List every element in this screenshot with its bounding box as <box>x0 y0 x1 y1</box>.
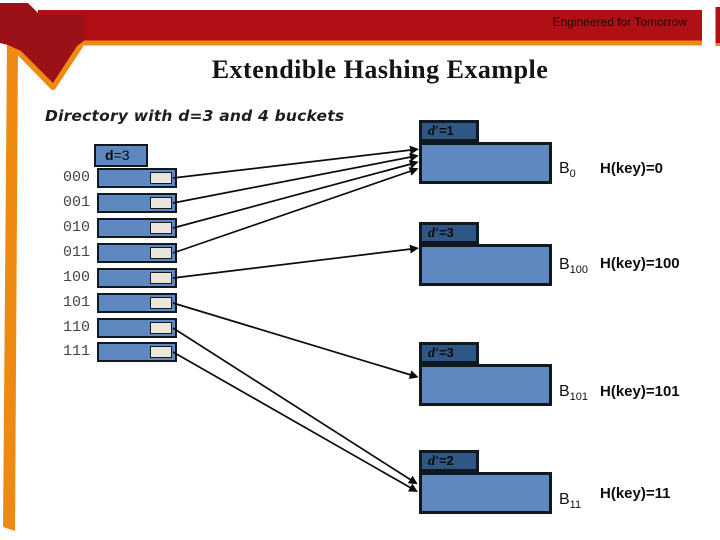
bucket-name-base: B <box>559 491 570 508</box>
global-depth-suffix: =3 <box>113 147 130 163</box>
local-depth-suffix: =1 <box>438 123 454 138</box>
red-header-band <box>38 10 702 41</box>
local-depth-suffix: =3 <box>438 345 454 360</box>
directory-entry-label: 101 <box>62 294 90 311</box>
local-depth-prefix: d′ <box>428 226 439 241</box>
bucket-box <box>419 244 552 286</box>
bucket-depth-tab: d′=3 <box>419 222 479 244</box>
bucket-hash-label: H(key)=0 <box>600 160 663 177</box>
orange-underline-strip <box>55 40 702 46</box>
orange-right-sliver-tip <box>715 43 720 46</box>
local-depth-suffix: =2 <box>438 453 454 468</box>
bucket-hash-label: H(key)=11 <box>600 485 671 502</box>
bucket-hash-label: H(key)=100 <box>600 255 680 272</box>
orange-ribbon-vee-edge <box>12 43 83 90</box>
directory-entry-label: 010 <box>62 219 90 236</box>
bucket-depth-tab: d′=3 <box>419 342 479 364</box>
local-depth-prefix: d′ <box>428 346 439 361</box>
directory-row <box>97 342 177 362</box>
bucket-name-sub: 11 <box>569 499 582 512</box>
directory-entry-label: 100 <box>62 269 90 286</box>
directory-entry-label: 011 <box>62 244 90 261</box>
directory-pointer-cell <box>150 322 172 334</box>
page-title: Extendible Hashing Example <box>211 55 549 84</box>
directory-pointer-cell <box>150 297 172 309</box>
directory-entry-label: 000 <box>62 169 90 186</box>
bucket-box <box>419 472 552 514</box>
bucket-name: B0 <box>559 160 576 180</box>
directory-row <box>97 168 177 188</box>
bucket-depth-tab: d′=2 <box>419 450 479 472</box>
directory-entry-label: 110 <box>62 319 90 336</box>
directory-row <box>97 318 177 338</box>
directory-row <box>97 268 177 288</box>
brand-text: Engineered for Tomorrow <box>552 15 687 29</box>
bucket-name-sub: 0 <box>569 168 576 181</box>
global-depth-box: d=3 <box>94 144 148 167</box>
directory-row <box>97 193 177 213</box>
directory-entry-label: 001 <box>62 194 90 211</box>
bucket-name-base: B <box>559 256 570 273</box>
local-depth-prefix: d′ <box>428 454 439 469</box>
bucket-depth-tab: d′=1 <box>419 120 479 142</box>
orange-left-bar <box>3 45 18 531</box>
directory-pointer-cell <box>150 172 172 184</box>
directory-pointer-cell <box>150 222 172 234</box>
bucket-name-sub: 101 <box>569 391 589 404</box>
bucket-box <box>419 142 552 184</box>
global-depth-prefix: d <box>105 147 114 163</box>
directory-row <box>97 293 177 313</box>
directory-row <box>97 243 177 263</box>
red-right-sliver <box>715 7 720 43</box>
local-depth-prefix: d′ <box>428 124 439 139</box>
directory-entry-label: 111 <box>62 343 90 360</box>
bucket-name-base: B <box>559 383 570 400</box>
directory-row <box>97 218 177 238</box>
bucket-name: B100 <box>559 256 588 276</box>
bucket-name-sub: 100 <box>569 264 589 277</box>
bucket-name-base: B <box>559 160 570 177</box>
directory-pointer-cell <box>150 272 172 284</box>
bucket-name: B11 <box>559 491 581 511</box>
directory-caption: Directory with d=3 and 4 buckets <box>45 107 345 125</box>
bucket-hash-label: H(key)=101 <box>600 383 680 400</box>
bucket-name: B101 <box>559 383 588 403</box>
directory-pointer-cell <box>150 197 172 209</box>
bucket-box <box>419 364 552 406</box>
directory-pointer-cell <box>150 247 172 259</box>
directory-pointer-cell <box>150 346 172 358</box>
local-depth-suffix: =3 <box>438 225 454 240</box>
red-corner-flag <box>0 3 85 83</box>
